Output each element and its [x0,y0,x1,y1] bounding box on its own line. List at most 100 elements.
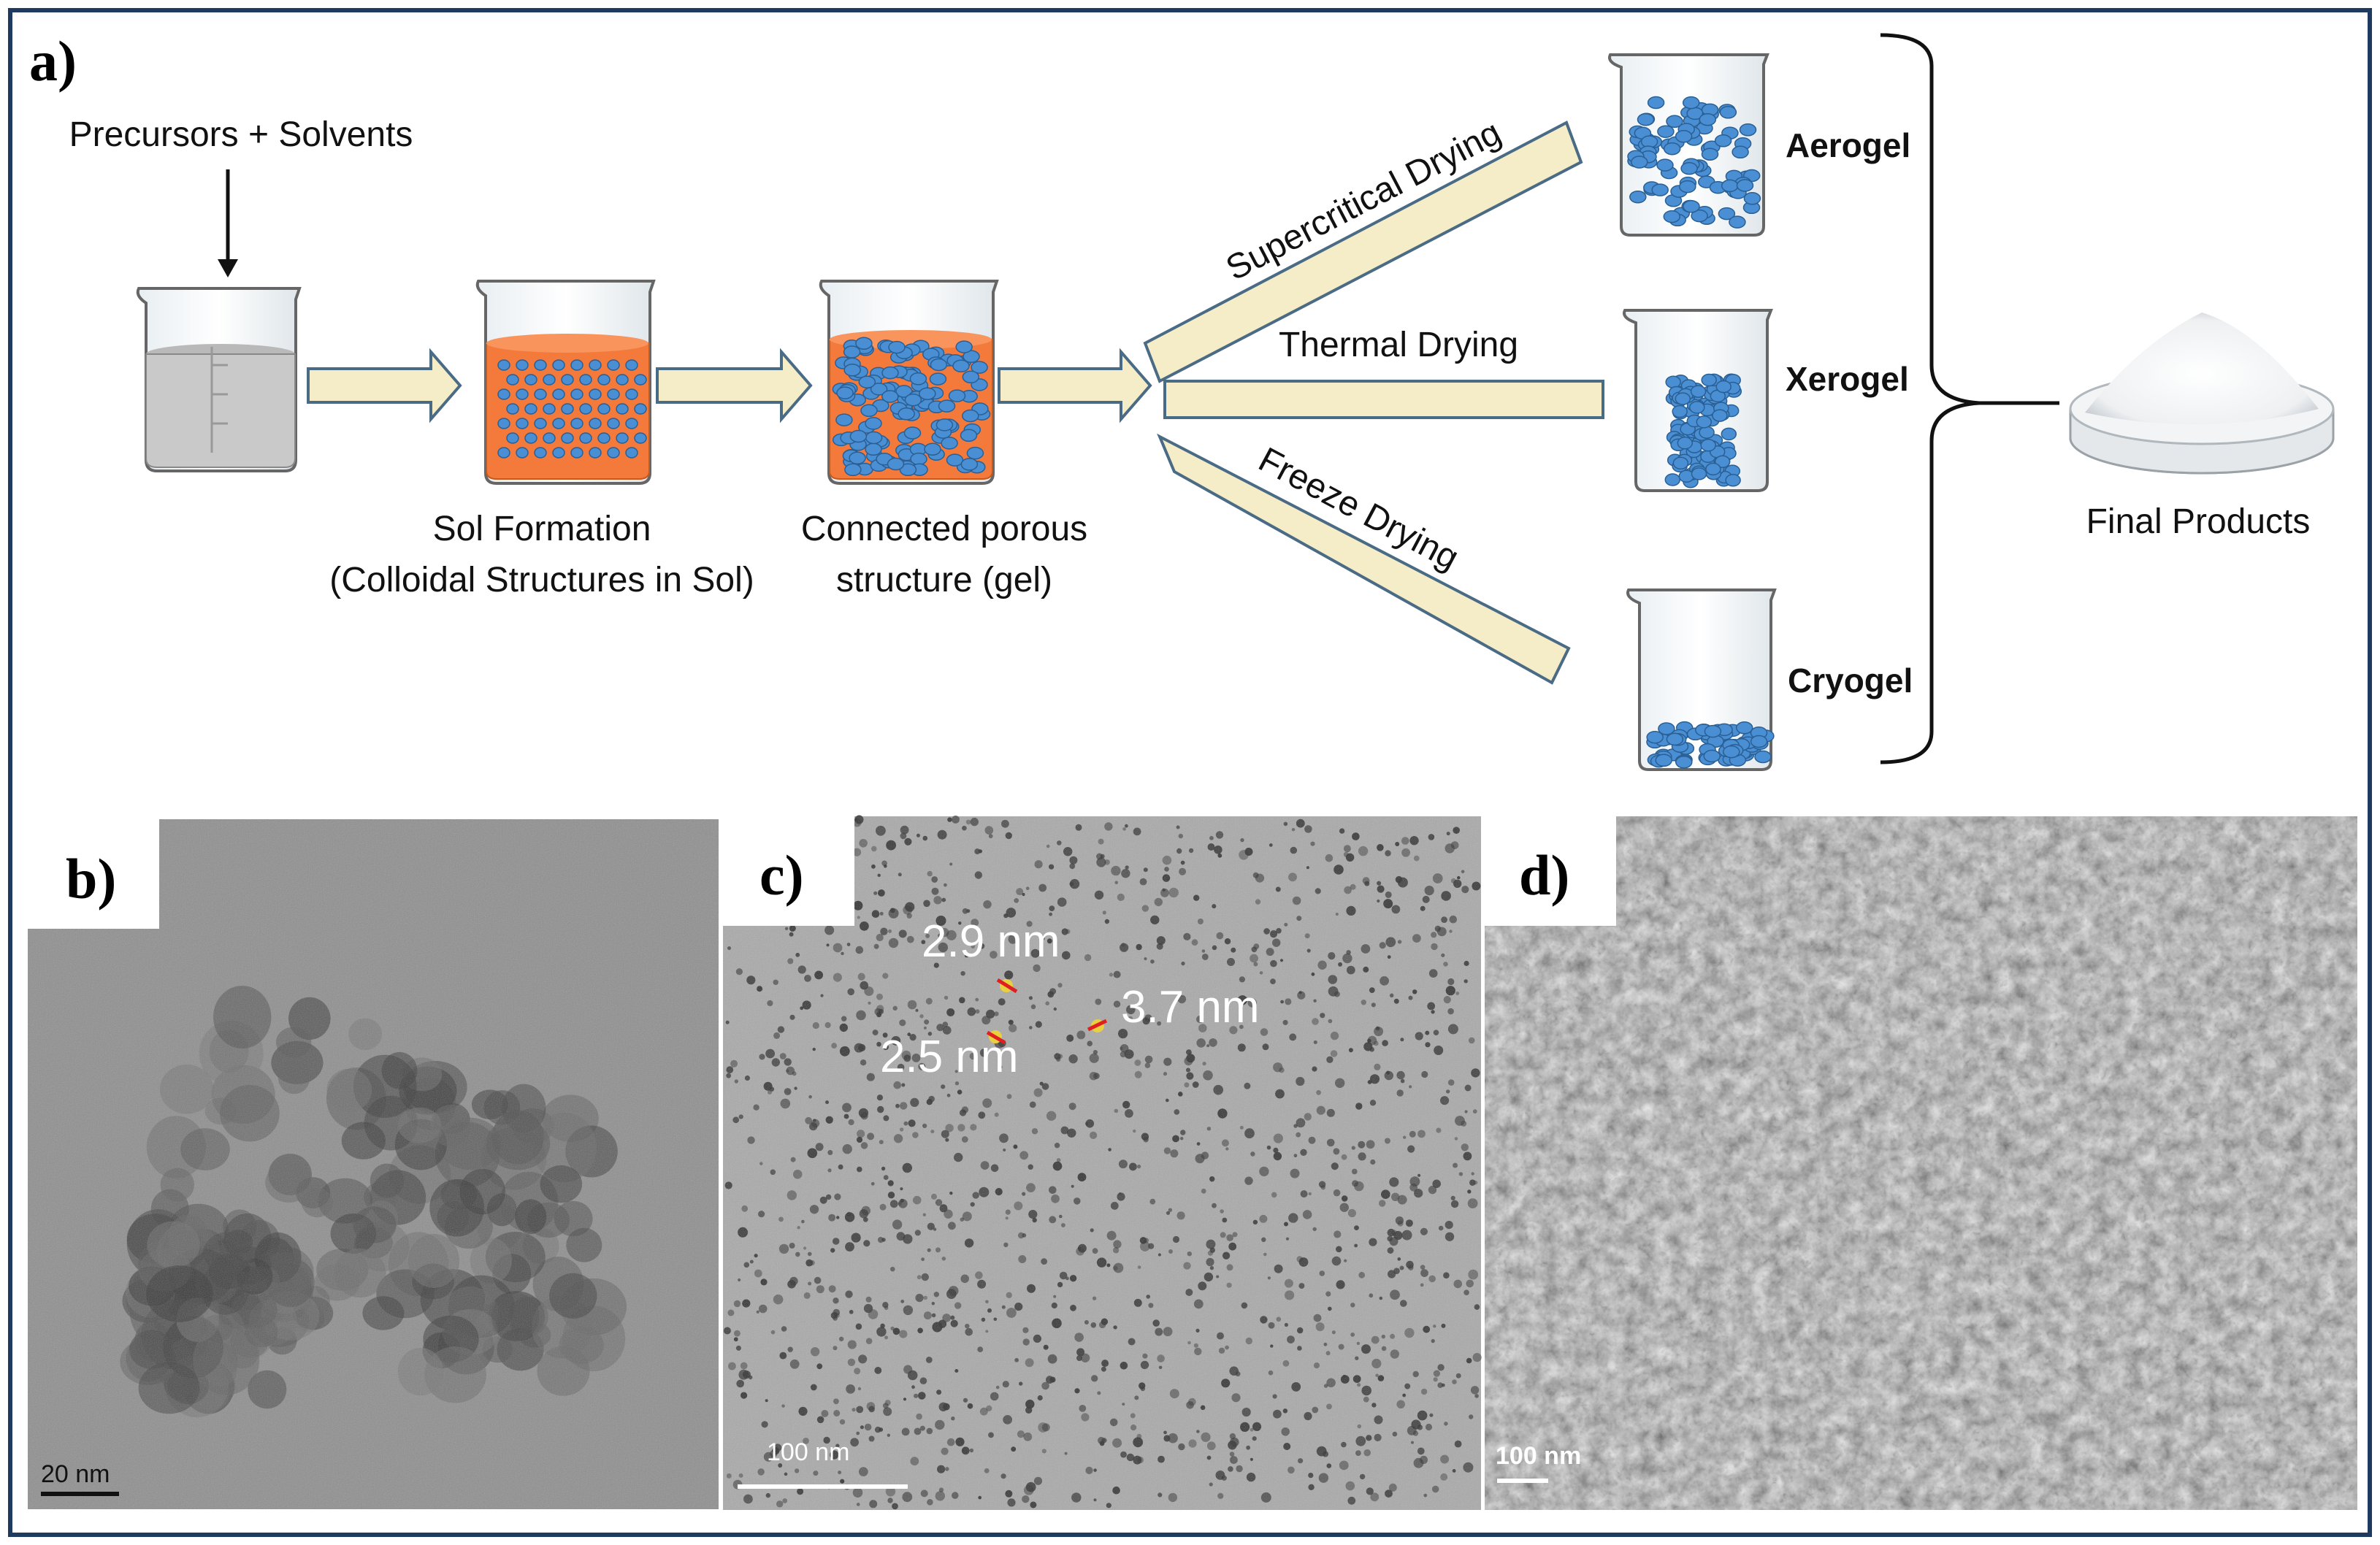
panel-d: d) 100 nm [1485,816,2357,1510]
cryogel-particle [1646,730,1664,744]
sol-particle [634,403,647,415]
sol-particle [534,388,547,400]
gel-particle [938,399,956,413]
sol-particle [561,403,574,415]
cryogel-particles [1646,721,1775,769]
gel-label-line1: Connected porous [801,510,1087,548]
panel-c-noise [723,816,1481,1510]
gel-particle [899,463,917,477]
gel-particle [860,404,878,418]
sol-particle [570,388,583,400]
measurement-2-5nm: 2.5 nm [880,1032,1019,1082]
xerogel-particle [1675,392,1691,405]
gel-particle [881,390,899,403]
sol-particle [497,447,510,459]
gel-particle [962,370,980,384]
aerogel-particle [1699,112,1717,126]
sol-particle [570,447,583,459]
panel-d-texture [1485,816,2357,1510]
gel-particle [935,418,954,432]
xerogel-particle [1689,401,1705,414]
xerogel-particle [1714,455,1731,469]
gel-label-line2: structure (gel) [836,561,1052,599]
sol-particle [607,388,620,400]
aerogel-particle [1718,207,1736,221]
gel-particle [924,442,941,456]
gel-particle [887,457,905,471]
sol-particle [616,403,629,415]
arrow-to-gel [656,348,813,423]
panel-a-letter: a) [29,29,77,93]
sol-particle [597,432,611,444]
sol-label-line1: Sol Formation [433,510,651,548]
xerogel-particle [1721,427,1737,441]
sol-particle [589,359,602,371]
beaker-xerogel [1623,309,1773,492]
cryogel-particle [1666,732,1684,746]
precursors-label: Precursors + Solvents [69,115,413,154]
xerogel-particle [1699,426,1715,439]
cryogel-label: Cryogel [1788,662,1913,699]
cryogel-particle [1750,735,1768,748]
sol-particle [534,418,547,429]
aerogel-particle [1680,161,1698,175]
gel-particle [835,413,853,426]
gel-particle [898,407,915,421]
gel-particle [843,345,861,359]
panel-a: a) Precursors + Solvents [29,29,2335,771]
xerogel-particle [1712,409,1728,422]
sol-particle [552,388,565,400]
panel-c: c) 2.9 nm 3.7 nm 2.5 nm 100 nm [723,815,1482,1510]
sol-particle [579,403,592,415]
panel-d-letter-box [1485,816,1616,926]
measurement-markers [986,978,1108,1045]
sol-particle [634,374,647,386]
beaker-sol [475,280,656,485]
sol-particles [497,359,647,459]
sol-particle [579,432,592,444]
aerogel-particle [1682,96,1700,110]
sol-particle [634,432,647,444]
sol-particle [607,418,620,429]
sol-particle [589,388,602,400]
aerogel-particle [1736,179,1754,192]
aerogel-particle [1729,215,1746,229]
sol-particle [625,418,638,429]
arrow-to-sol [307,348,462,423]
sol-particle [497,359,510,371]
gel-particle [962,409,979,423]
aerogel-particle [1663,142,1681,156]
gel-particle [919,387,936,400]
gel-particle [960,458,979,471]
gel-particle [966,446,984,460]
xerogel-particle [1715,380,1732,394]
gel-particle [963,350,980,364]
sol-particle [625,388,638,400]
cryogel-particle [1735,721,1753,735]
xerogel-particle [1677,437,1694,450]
aerogel-particle [1656,158,1674,172]
aerogel-particle [1691,209,1708,223]
aerogel-particle [1683,200,1700,213]
supercritical-drying-bar [1143,120,1583,383]
sol-particle [552,418,565,429]
sol-particle [561,432,574,444]
gel-particle [855,337,873,350]
xerogel-particle [1672,405,1688,418]
gel-particle [952,359,970,372]
panel-c-scale-label: 100 nm [767,1438,849,1466]
freeze-drying-bar [1157,433,1571,685]
sol-particle [597,374,611,386]
gel-particle [865,442,882,456]
gel-particle [903,426,922,440]
thermal-drying-bar [1163,380,1604,419]
gel-particle [870,383,888,396]
sol-particle [561,374,574,386]
xerogel-particle [1691,467,1707,480]
sol-particle [534,359,547,371]
xerogel-particle [1690,385,1707,398]
gel-particle [955,340,973,353]
sol-label-line2: (Colloidal Structures in Sol) [329,561,754,599]
aerogel-particle [1721,179,1739,193]
aerogel-particle [1675,130,1693,143]
